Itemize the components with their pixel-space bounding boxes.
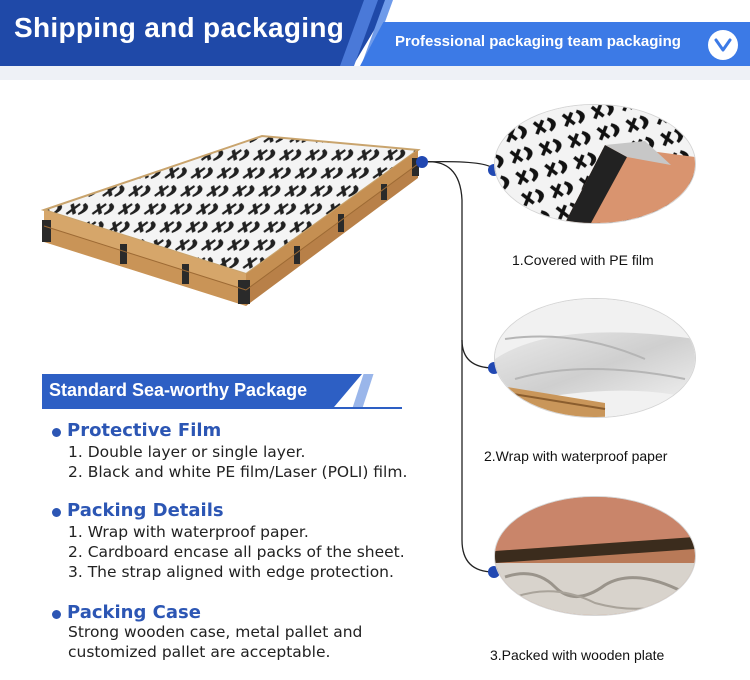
detail-caption-3: 3.Packed with wooden plate xyxy=(490,647,665,663)
page-title: Shipping and packaging xyxy=(14,12,345,43)
check-icon xyxy=(708,30,738,60)
detail-caption-2: 2.Wrap with waterproof paper xyxy=(484,448,668,464)
standard-banner-rule xyxy=(42,407,402,409)
header-subtitle-panel xyxy=(360,22,750,66)
section-heading: Packing Details xyxy=(67,500,224,521)
header-shadow-band xyxy=(0,66,750,80)
detail-waterproof-paper-image xyxy=(494,298,696,418)
bullet-dot-icon xyxy=(52,610,61,619)
section-line: 1. Double layer or single layer. xyxy=(68,443,306,461)
section-line: 3. The strap aligned with edge protectio… xyxy=(68,563,394,581)
section-line: 2. Black and white PE film/Laser (POLI) … xyxy=(68,463,408,481)
detail-pe-film-image xyxy=(494,104,696,224)
section-heading: Packing Case xyxy=(67,602,201,623)
section-line: 1. Wrap with waterproof paper. xyxy=(68,523,309,541)
standard-title: Standard Sea-worthy Package xyxy=(49,380,308,400)
bullet-dot-icon xyxy=(52,508,61,517)
standard-banner xyxy=(42,374,362,408)
detail-wooden-plate-image xyxy=(494,496,696,616)
section-line: 2. Cardboard encase all packs of the she… xyxy=(68,543,405,561)
detail-caption-1: 1.Covered with PE film xyxy=(512,252,654,268)
page-subtitle: Professional packaging team packaging xyxy=(395,33,681,50)
header-banner: Shipping and packaging Professional pack… xyxy=(0,0,750,66)
pallet-image xyxy=(40,134,421,306)
section-line: Strong wooden case, metal pallet and xyxy=(68,623,363,641)
bullet-dot-icon xyxy=(52,428,61,437)
header-title-panel xyxy=(0,0,392,66)
section-heading: Protective Film xyxy=(67,420,222,441)
section-line: customized pallet are acceptable. xyxy=(68,643,331,661)
